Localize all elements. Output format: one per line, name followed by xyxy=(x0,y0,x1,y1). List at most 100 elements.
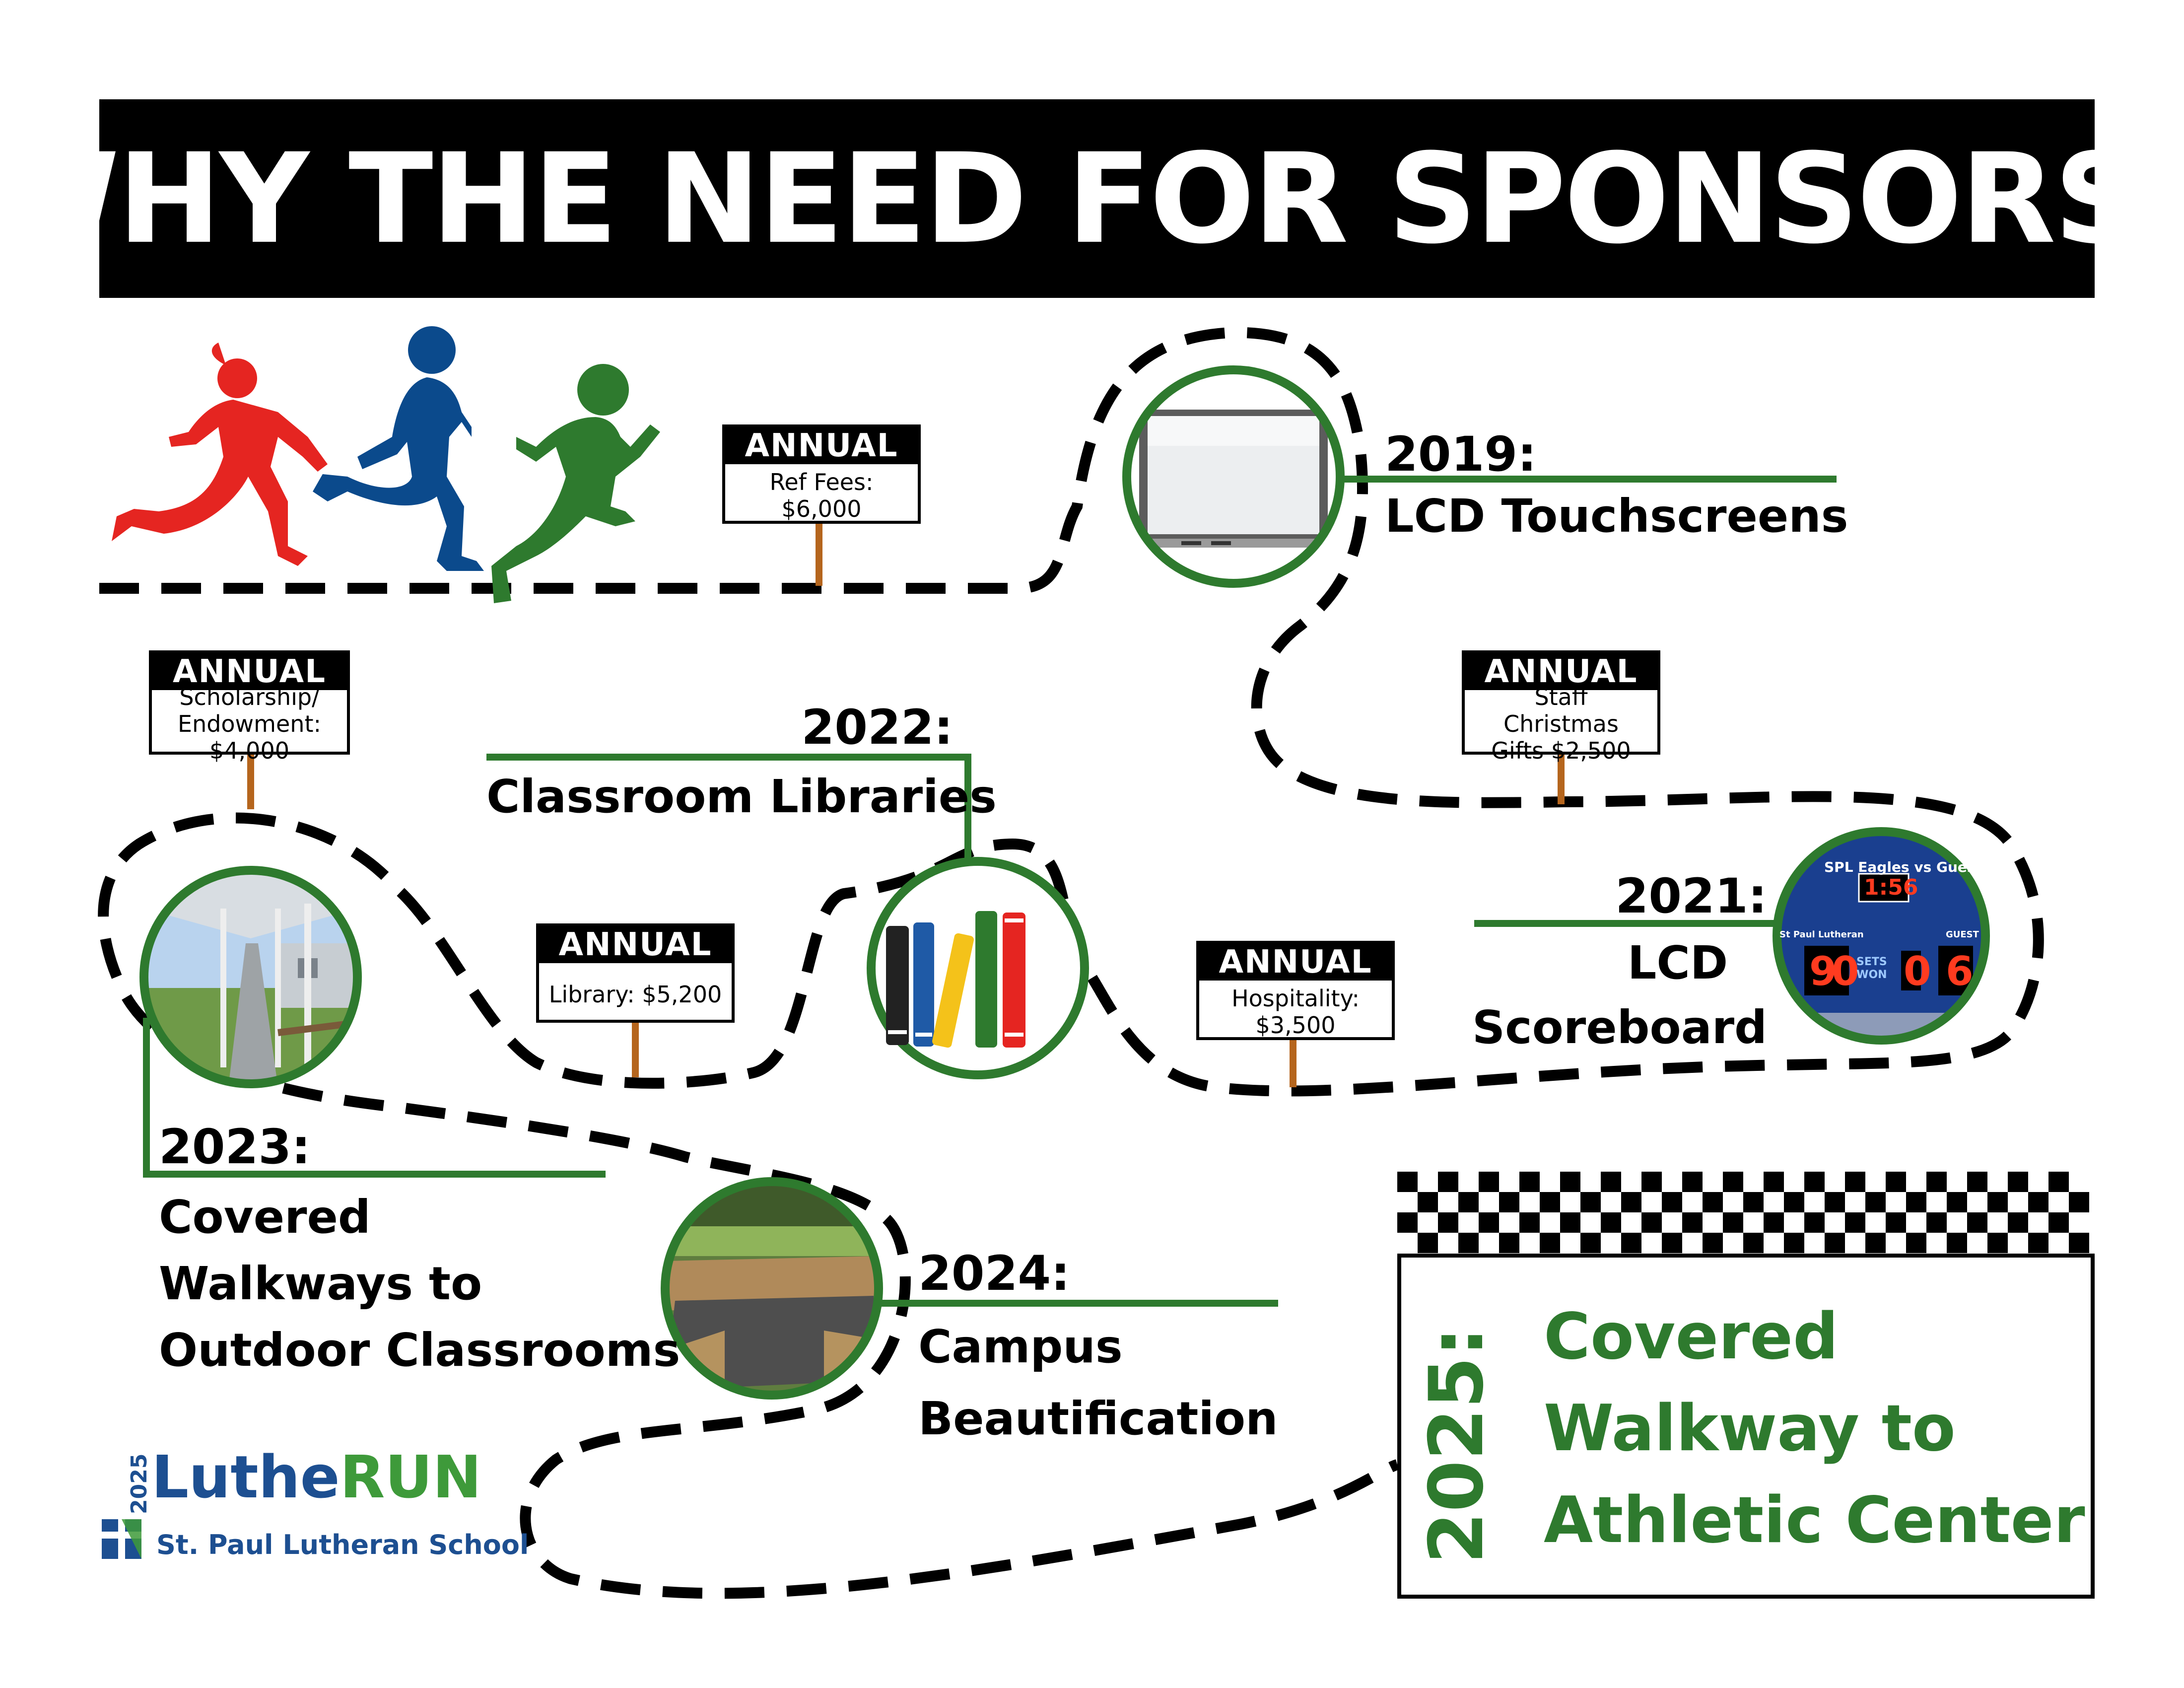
milestone-label-line3: Outdoor Classrooms xyxy=(159,1324,681,1377)
books-icon xyxy=(867,857,1089,1079)
finish-label-line2: Walkway to xyxy=(1544,1392,1956,1466)
checker-square xyxy=(1519,1172,1540,1192)
checker-square xyxy=(2028,1192,2048,1212)
milestone-2022: 2022: xyxy=(486,698,953,757)
checker-square xyxy=(1865,1233,1886,1253)
scoreboard-won-word: WON xyxy=(1856,969,1887,981)
checker-square xyxy=(1906,1192,1926,1212)
checker-square xyxy=(1479,1172,1499,1192)
scoreboard-title: SPL Eagles vs Guest xyxy=(1824,859,1982,875)
milestone-2023: 2023: xyxy=(159,1117,311,1177)
checker-square xyxy=(1967,1172,1987,1192)
scoreboard-guest-score: 6 xyxy=(1946,948,1974,994)
annual-sign-scholarship: ANNUAL Scholarship/ Endowment: $4,000 xyxy=(149,650,350,764)
scoreboard-icon xyxy=(1773,827,1990,1045)
checker-square xyxy=(1540,1233,1560,1253)
checker-square xyxy=(2008,1212,2028,1233)
checker-square xyxy=(1926,1172,1947,1192)
checker-square xyxy=(1845,1212,1865,1233)
logo-name-part2: RUN xyxy=(340,1443,482,1511)
annual-sign-header: ANNUAL xyxy=(1465,653,1657,690)
checker-square xyxy=(1499,1233,1519,1253)
checker-square xyxy=(1397,1172,1418,1192)
scoreboard-guest-sets: 0 xyxy=(1904,948,1931,994)
checker-square xyxy=(1540,1192,1560,1212)
milestone-2019: 2019: LCD Touchscreens xyxy=(1385,424,1848,549)
checker-square xyxy=(1438,1212,1458,1233)
race-path xyxy=(98,327,2044,1599)
milestone-label-line2: Beautification xyxy=(918,1392,1278,1445)
finish-year: 2025: xyxy=(1414,1327,1500,1564)
checker-square xyxy=(1662,1192,1682,1212)
milestone-2023-label: Covered Walkways to Outdoor Classrooms xyxy=(159,1184,680,1384)
annual-sign-header: ANNUAL xyxy=(152,653,347,690)
checker-square xyxy=(1804,1212,1825,1233)
annual-sign-staff-gifts: ANNUAL Staff Christmas Gifts $2,500 xyxy=(1462,650,1660,764)
checker-square xyxy=(1499,1192,1519,1212)
checker-square xyxy=(1906,1233,1926,1253)
checker-square xyxy=(1987,1233,2008,1253)
checker-square xyxy=(1601,1172,1621,1192)
checker-square xyxy=(1947,1192,1967,1212)
milestone-label-line2: Walkways to xyxy=(159,1257,482,1310)
checker-square xyxy=(1458,1192,1479,1212)
checker-square xyxy=(1682,1172,1703,1192)
checker-square xyxy=(1519,1212,1540,1233)
finish-label-line1: Covered xyxy=(1544,1300,1839,1374)
scoreboard-sets-word: SETS xyxy=(1856,956,1887,968)
logo-name: LutheRUN xyxy=(151,1445,481,1509)
checker-square xyxy=(1703,1233,1723,1253)
checker-square xyxy=(1560,1212,1580,1233)
checker-square xyxy=(1621,1192,1641,1212)
deck-photo xyxy=(661,1177,883,1400)
checker-square xyxy=(1947,1233,1967,1253)
title-banner: WHY THE NEED FOR SPONSORS? xyxy=(0,99,2184,298)
logo-year: 2025 xyxy=(127,1453,152,1514)
checker-square xyxy=(1723,1212,1743,1233)
checker-square xyxy=(1825,1192,1845,1212)
checkered-flag xyxy=(1397,1172,2089,1253)
milestone-label: Classroom Libraries xyxy=(486,770,997,823)
checker-square xyxy=(1682,1212,1703,1233)
checker-square xyxy=(1865,1192,1886,1212)
milestone-label: LCD Touchscreens xyxy=(1385,490,1848,543)
scoreboard-guest-label: GUEST xyxy=(1946,929,1979,940)
scoreboard-sets-label: SETS WON xyxy=(1856,956,1887,982)
checker-square xyxy=(1397,1212,1418,1233)
checker-square xyxy=(1641,1172,1662,1192)
milestone-2022-label: Classroom Libraries xyxy=(486,765,997,829)
checker-square xyxy=(1926,1212,1947,1233)
checker-square xyxy=(2028,1233,2048,1253)
milestone-label-line1: Campus xyxy=(918,1320,1123,1373)
checker-square xyxy=(1723,1172,1743,1192)
scoreboard-clock: 1:56 xyxy=(1864,875,1918,900)
milestone-year: 2021: xyxy=(1615,868,1767,924)
logo-name-part1: Luthe xyxy=(151,1443,340,1511)
checker-square xyxy=(1601,1212,1621,1233)
annual-sign-text: Ref Fees: $6,000 xyxy=(769,469,874,522)
checker-square xyxy=(1641,1212,1662,1233)
annual-sign-text: Library: $5,200 xyxy=(548,981,722,1008)
annual-sign-hospitality: ANNUAL Hospitality: $3,500 xyxy=(1196,941,1395,1040)
checker-square xyxy=(1967,1212,1987,1233)
milestone-year: 2023: xyxy=(159,1119,311,1175)
checker-square xyxy=(1886,1172,1906,1192)
milestone-year: 2019: xyxy=(1385,426,1537,482)
annual-sign-text: Staff Christmas Gifts $2,500 xyxy=(1491,684,1631,764)
checker-square xyxy=(2048,1172,2069,1192)
checker-square xyxy=(1479,1212,1499,1233)
checker-square xyxy=(2069,1192,2089,1212)
annual-sign-header: ANNUAL xyxy=(1199,944,1392,981)
milestone-year: 2024: xyxy=(918,1246,1070,1301)
checker-square xyxy=(1743,1233,1764,1253)
checker-square xyxy=(1784,1233,1804,1253)
scoreboard-home-label: St Paul Lutheran xyxy=(1779,929,1864,940)
checker-square xyxy=(1764,1172,1784,1192)
milestone-label-line1: LCD xyxy=(1627,936,1728,989)
checker-square xyxy=(1825,1233,1845,1253)
walkway-photo xyxy=(139,866,362,1088)
checker-square xyxy=(1845,1172,1865,1192)
checker-square xyxy=(2069,1233,2089,1253)
milestone-year: 2022: xyxy=(801,700,953,755)
